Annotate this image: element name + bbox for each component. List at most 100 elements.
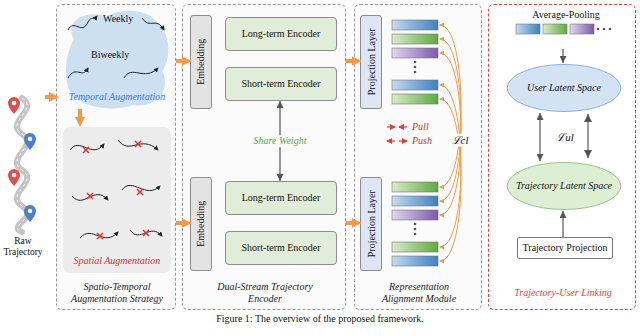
node-label: Representation Alignment Module	[369, 281, 469, 304]
pooled-bar	[570, 24, 594, 34]
caption-slot: Figure 1: The overview of the proposed f…	[0, 313, 640, 325]
shape-outline	[507, 65, 621, 112]
location-pin	[28, 137, 33, 142]
ellipsis-dots	[609, 28, 612, 31]
node-label: Projection Layer	[365, 29, 377, 96]
module-panel: Dual-Stream Trajectory EncoderEmbeddingL…	[182, 4, 346, 310]
trajectory-sketch	[118, 140, 158, 150]
node-label: Trajectory-User Linking	[493, 287, 633, 299]
ellipsis-dots	[414, 223, 417, 226]
location-pin	[24, 205, 36, 222]
location-pin	[24, 133, 36, 150]
location-pin	[8, 97, 20, 114]
label-slot: Share Weight	[252, 135, 309, 147]
location-pin	[8, 169, 20, 186]
ellipsis-dots	[414, 66, 417, 69]
ellipsis-dots	[597, 28, 600, 31]
trajectory-sketch	[80, 232, 118, 238]
latent-space: User Latent Space	[506, 63, 622, 113]
node-label: User Latent Space	[527, 82, 601, 94]
node-label: Long-term Encoder	[242, 192, 321, 204]
node-label: Spatial Augmentation	[63, 255, 171, 267]
node-label: Spatio-Temporal Augmentation Strategy	[60, 281, 174, 304]
loss-label: ℒcl	[450, 134, 471, 147]
pooled-bar	[543, 24, 567, 34]
encoder-box: Short-term Encoder	[225, 231, 337, 265]
module-panel: Trajectory-User Linking Average-PoolingUs…	[488, 4, 636, 310]
node-label: Trajectory Latent Space	[516, 180, 612, 192]
removed-point-mark	[137, 189, 143, 195]
ellipsis-dots	[414, 28, 612, 236]
trajectory-sketch	[142, 18, 164, 30]
connector	[562, 49, 563, 63]
removed-point-mark	[135, 141, 141, 147]
legend-arrow-sample	[399, 126, 407, 127]
location-pin	[8, 97, 20, 114]
text-slot: Biweekly	[91, 49, 129, 61]
legend-arrow-sample	[399, 140, 407, 141]
trajectory-sketch	[124, 68, 158, 78]
text-slot: Representation Alignment Module	[369, 281, 469, 304]
node-label: Embedding	[195, 39, 207, 85]
location-pin	[28, 209, 33, 214]
legend-arrow-sample	[387, 126, 395, 127]
text-slot: Weekly	[103, 13, 133, 25]
encoder-box: Long-term Encoder	[225, 181, 337, 215]
module-panel: Spatio-Temporal Augmentation Strategy Wee…	[56, 4, 176, 310]
figure-caption: Figure 1: The overview of the proposed f…	[0, 313, 640, 325]
ellipsis-dots	[603, 28, 606, 31]
trajectory-sketch	[68, 16, 97, 30]
representation-bar	[392, 182, 438, 192]
node-label: Average-Pooling	[511, 9, 621, 21]
legend-text: Pull	[412, 121, 429, 133]
node-label: Long-term Encoder	[242, 28, 321, 40]
linking-arrow	[587, 114, 588, 158]
node-label: Raw Trajectory	[1, 236, 45, 258]
contrastive-link	[440, 99, 461, 261]
trajectory-sketch	[130, 230, 162, 236]
legend-text: Push	[412, 135, 432, 147]
location-pin	[8, 169, 20, 186]
legend-arrow-sample	[387, 140, 395, 141]
ellipsis-dots	[414, 71, 417, 74]
representation-bar	[392, 256, 438, 266]
node-label: Temporal Augmentation	[63, 91, 171, 103]
connector	[562, 211, 563, 237]
encoder-box: Long-term Encoder	[225, 17, 337, 51]
text-slot: Trajectory-User Linking	[493, 287, 633, 299]
embedding-box: Embedding	[190, 15, 212, 109]
shape-outline	[507, 163, 621, 210]
node-label: Short-term Encoder	[241, 78, 320, 90]
edge-label: Share Weight	[252, 135, 309, 147]
representation-bar	[392, 20, 438, 30]
text-slot: Average-Pooling	[511, 9, 621, 21]
legend-item: Push	[386, 134, 432, 148]
connector-layer	[45, 49, 563, 237]
location-pin	[12, 101, 17, 106]
legend-arrow-sample	[386, 137, 408, 145]
removed-point-mark	[83, 141, 149, 239]
ellipsis-dots	[414, 228, 417, 231]
ellipsis-dots	[414, 233, 417, 236]
projection-box: Projection Layer	[360, 177, 382, 271]
removed-point-mark	[83, 147, 89, 153]
legend: PullPush	[386, 120, 432, 148]
connector	[45, 95, 51, 99]
text-slot: Spatio-Temporal Augmentation Strategy	[60, 281, 174, 304]
representation-bar	[392, 20, 438, 266]
latent-space: Trajectory Latent Space	[506, 161, 622, 211]
pooled-bar	[516, 24, 594, 34]
trajectory-sketch	[68, 16, 164, 238]
node-label: Embedding	[195, 201, 207, 247]
trajectory-sketch	[68, 68, 88, 78]
connector	[176, 221, 184, 225]
text-slot: Dual-Stream Trajectory Encoder	[217, 281, 313, 304]
embedding-box: Embedding	[190, 177, 212, 271]
pooled-bar	[516, 24, 540, 34]
edge-label: ℒul	[554, 131, 576, 144]
text-slot: Temporal Augmentation	[63, 91, 171, 103]
removed-point-mark	[87, 193, 93, 199]
trajectory-sketch	[122, 185, 160, 190]
connector	[346, 221, 354, 225]
